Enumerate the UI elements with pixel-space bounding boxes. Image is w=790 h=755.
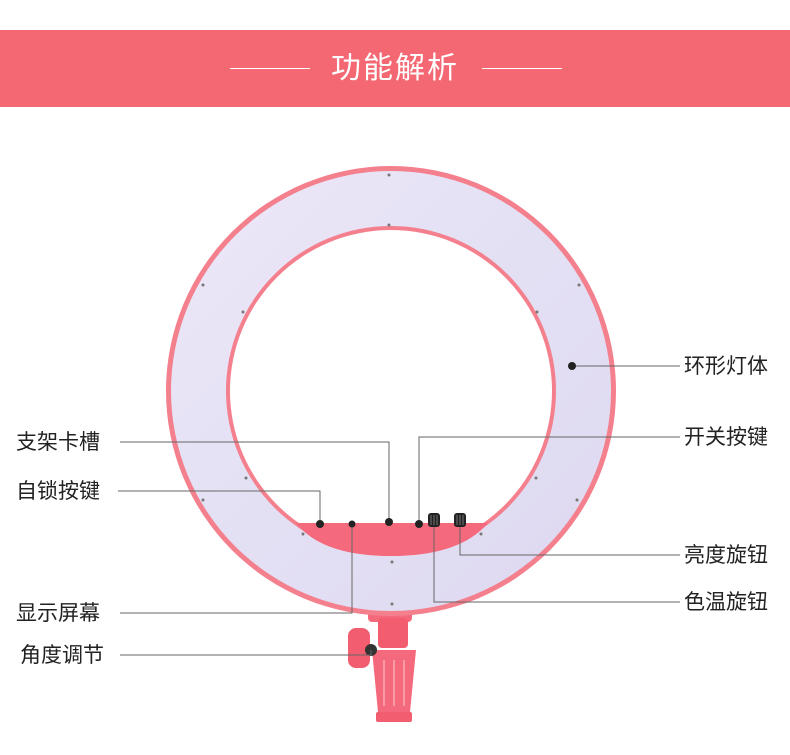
- stand-clamp: [368, 600, 416, 722]
- leader-lines: [118, 365, 680, 656]
- color-temp-knob: [428, 513, 440, 527]
- label-power-button: 开关按键: [684, 425, 768, 449]
- label-brightness-knob: 亮度旋钮: [684, 543, 768, 567]
- banner-title: 功能解析: [331, 51, 459, 86]
- leader-dots: [316, 362, 576, 528]
- banner-divider-left: [230, 68, 310, 69]
- label-color-temp-knob: 色温旋钮: [684, 590, 768, 614]
- label-display: 显示屏幕: [16, 601, 100, 625]
- mounting-holes: [201, 173, 581, 606]
- banner-divider-right: [482, 68, 562, 69]
- angle-adjust-knob: [348, 628, 377, 668]
- brightness-knob: [454, 513, 466, 527]
- label-lock-button: 自锁按键: [16, 479, 100, 503]
- control-panel: [296, 523, 488, 556]
- label-angle-adjust: 角度调节: [20, 643, 104, 667]
- header-banner: 功能解析: [0, 30, 790, 107]
- label-ring-body: 环形灯体: [684, 354, 768, 378]
- label-bracket-slot: 支架卡槽: [16, 430, 100, 454]
- ring-center-hole: [230, 230, 552, 552]
